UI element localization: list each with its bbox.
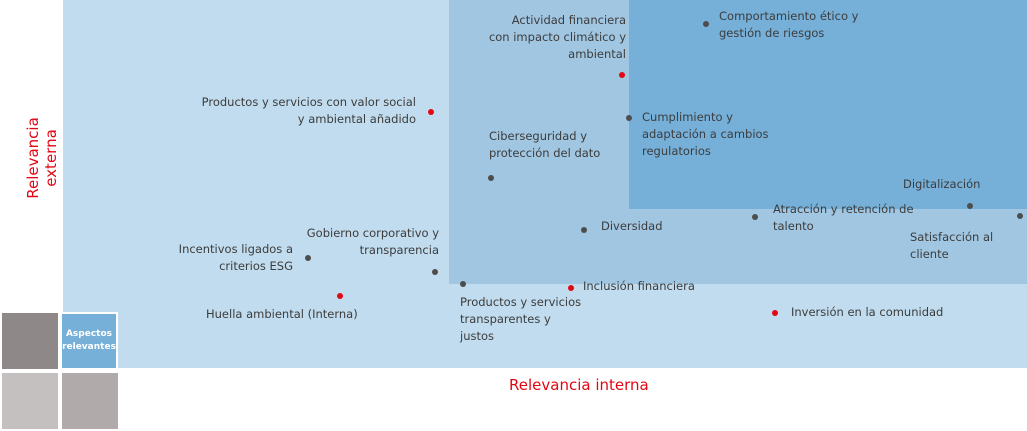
- point-label: Digitalización: [903, 177, 981, 191]
- legend-box-gray-light: [2, 373, 58, 429]
- point-dot[interactable]: [305, 255, 311, 261]
- point-label: Atracción y retención de talento: [773, 202, 914, 233]
- point-label: Satisfacción al cliente: [910, 230, 994, 261]
- legend-box-gray-mid: [62, 373, 118, 429]
- point-dot[interactable]: [581, 227, 587, 233]
- point-label: Diversidad: [601, 219, 663, 233]
- point-label: Huella ambiental (Interna): [206, 307, 358, 321]
- point-label: Inversión en la comunidad: [791, 305, 944, 319]
- point-dot[interactable]: [337, 293, 343, 299]
- point-label: Productos y servicios con valor social y…: [201, 95, 416, 126]
- point-label: Gobierno corporativo y transparencia: [306, 226, 439, 257]
- point-label: Ciberseguridad y protección del dato: [489, 129, 601, 160]
- point-dot[interactable]: [752, 214, 758, 220]
- point-label: Productos y servicios transparentes y ju…: [460, 295, 582, 343]
- point-label: Cumplimiento y adaptación a cambios regu…: [642, 110, 769, 158]
- point-label: Actividad financiera con impacto climáti…: [488, 13, 626, 61]
- point-dot[interactable]: [460, 281, 466, 287]
- point-dot[interactable]: [626, 115, 632, 121]
- y-axis-label: Relevancia externa: [24, 117, 60, 199]
- point-label: Incentivos ligados a criterios ESG: [178, 242, 293, 273]
- point-dot[interactable]: [1017, 213, 1023, 219]
- point-dot[interactable]: [488, 175, 494, 181]
- legend-relevant-aspects: Aspectos relevantes: [60, 312, 118, 370]
- point-dot[interactable]: [703, 21, 709, 27]
- point-label: Inclusión financiera: [583, 279, 695, 293]
- zone-high-relevance: [629, 0, 1027, 209]
- point-label: Comportamiento ético y gestión de riesgo…: [719, 9, 859, 40]
- point-dot[interactable]: [619, 72, 625, 78]
- point-dot[interactable]: [568, 285, 574, 291]
- point-dot[interactable]: [428, 109, 434, 115]
- point-dot[interactable]: [432, 269, 438, 275]
- point-dot[interactable]: [772, 310, 778, 316]
- legend-box-gray-dark: [2, 313, 58, 369]
- point-dot[interactable]: [967, 203, 973, 209]
- x-axis-label: Relevancia interna: [509, 376, 649, 394]
